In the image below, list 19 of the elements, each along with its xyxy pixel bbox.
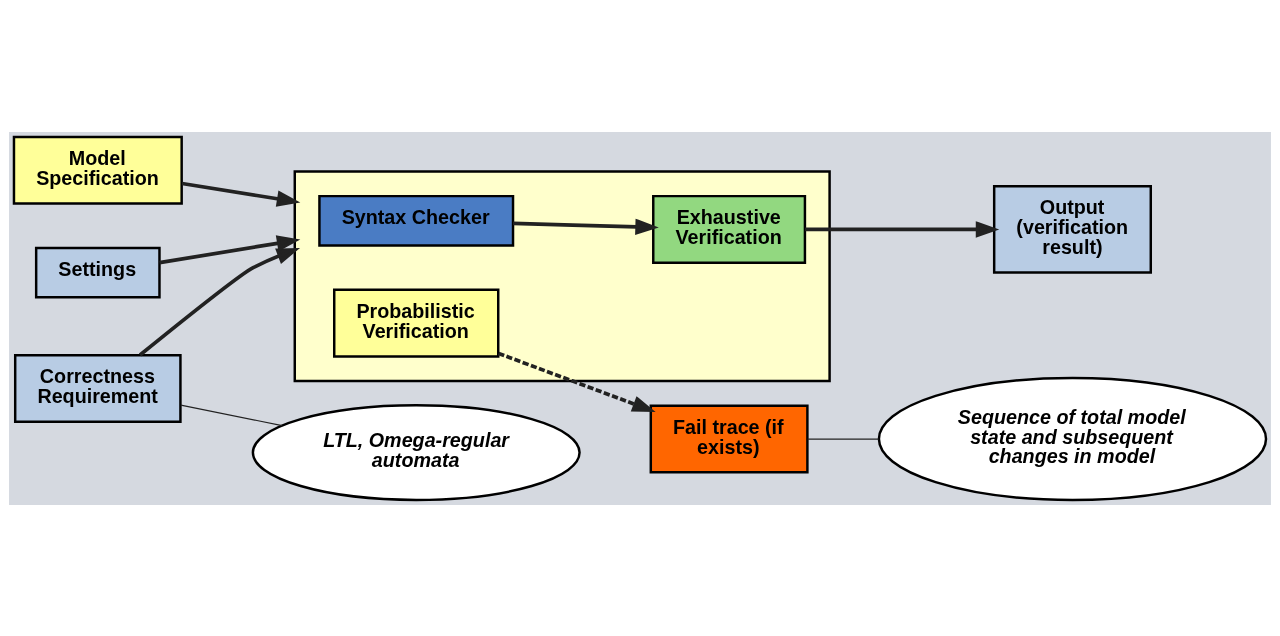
connector — [180, 403, 283, 426]
arrow — [497, 351, 656, 412]
node-ellipse: LTL, Omega-regular automata — [251, 403, 581, 501]
node-box: Output (verification result) — [992, 184, 1152, 274]
cluster — [293, 169, 831, 382]
node-box: Correctness Requirement — [13, 353, 182, 423]
connector — [807, 437, 880, 440]
node-box: Syntax Checker — [318, 194, 515, 247]
node-box: Model Specification — [12, 135, 183, 205]
arrow — [181, 181, 301, 207]
arrow — [138, 247, 300, 356]
arrow — [513, 218, 659, 235]
arrow — [805, 220, 1000, 238]
arrow — [159, 234, 301, 264]
node-box: Settings — [34, 246, 161, 298]
node-box: Exhaustive Verification — [652, 194, 807, 264]
node-ellipse: Sequence of total model state and subsequent changes in model — [877, 376, 1268, 501]
node-box: Fail trace (if exists) — [649, 404, 809, 474]
node-box: Probabilistic Verification — [333, 288, 500, 358]
